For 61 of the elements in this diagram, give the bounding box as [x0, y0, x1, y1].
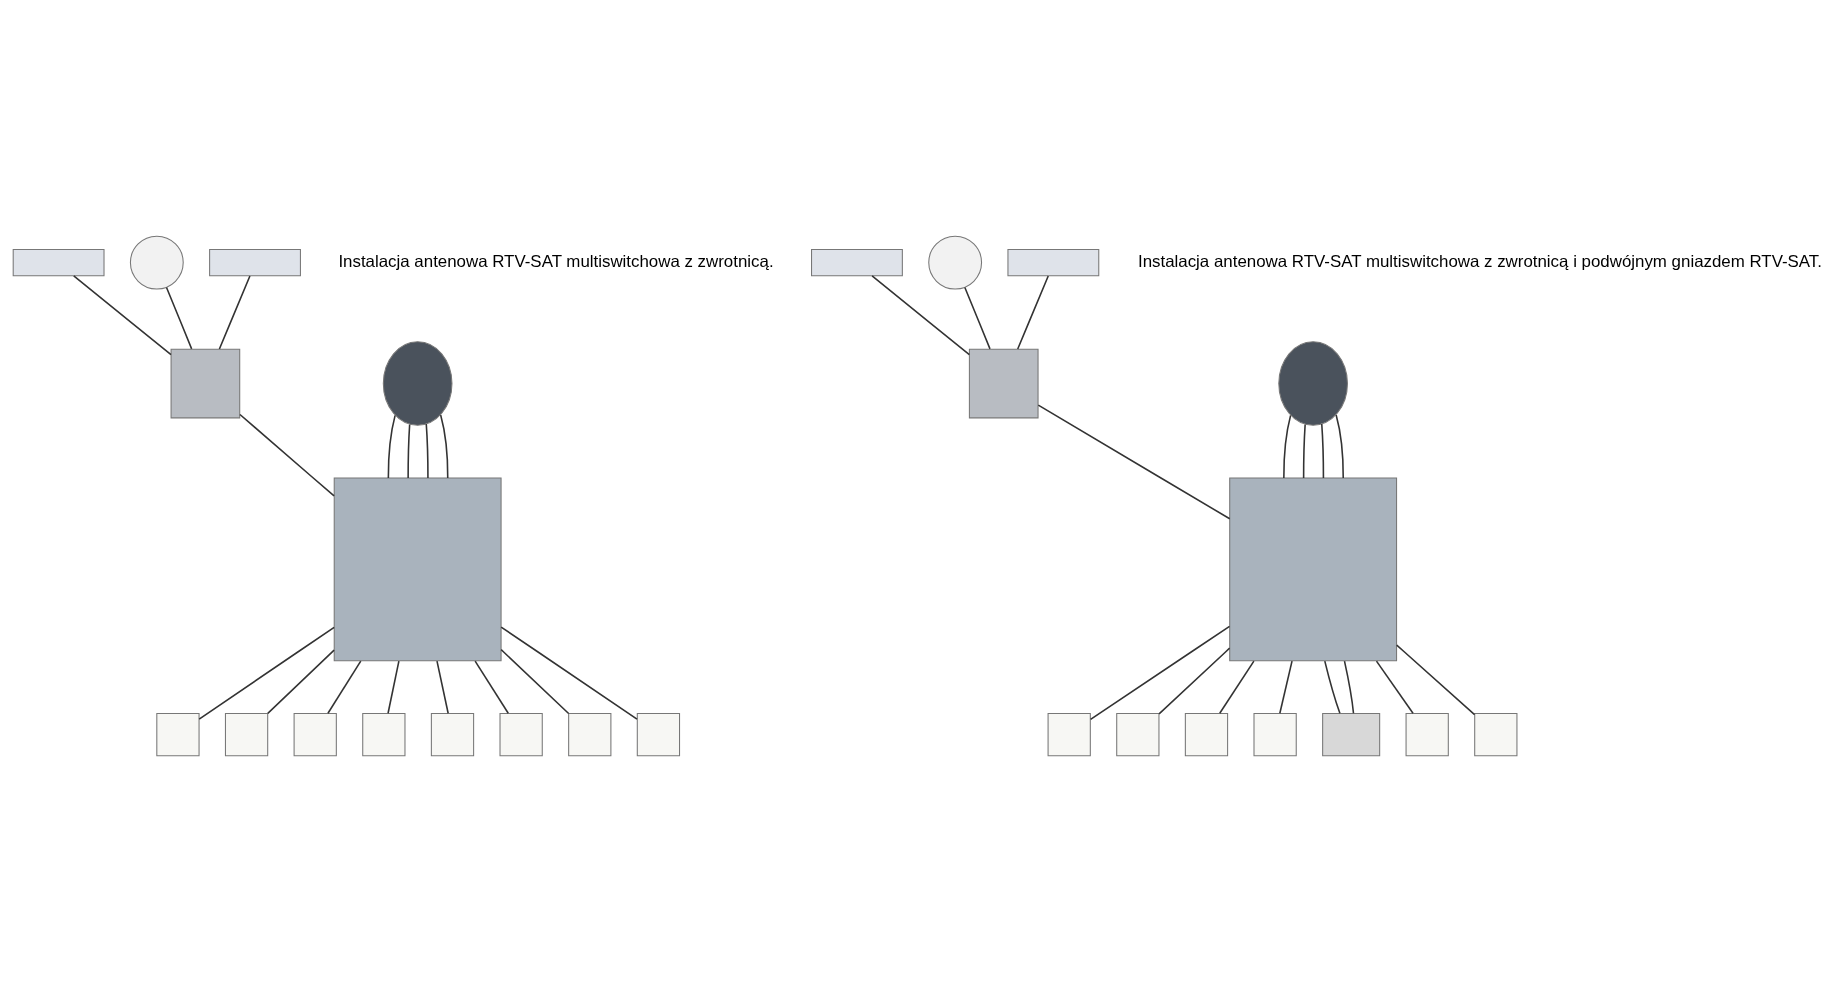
- connector: [198, 626, 335, 720]
- connector: [1279, 660, 1293, 715]
- connector: [239, 413, 335, 497]
- node-box: [170, 348, 241, 419]
- connector: [474, 660, 510, 715]
- connector: [439, 414, 449, 479]
- connector: [871, 275, 971, 356]
- node-circle: [928, 235, 983, 290]
- node-box: [156, 713, 200, 757]
- connector: [1324, 660, 1341, 715]
- connector: [1089, 625, 1231, 721]
- node-box: [499, 713, 543, 757]
- connector: [387, 414, 396, 479]
- node-box: [333, 477, 502, 662]
- node-box: [968, 348, 1039, 419]
- node-box: [1184, 713, 1229, 757]
- node-box: [1474, 713, 1518, 757]
- node-box: [568, 713, 612, 757]
- connector: [218, 275, 251, 350]
- node-box: [1229, 477, 1398, 662]
- label: Instalacja antenowa RTV-SAT multiswitchowa z zwrotnicą.: [338, 251, 774, 271]
- connector: [1335, 414, 1344, 479]
- connector: [500, 626, 638, 720]
- node-box: [636, 713, 681, 757]
- connector: [327, 660, 362, 715]
- connector: [1320, 423, 1325, 479]
- node-box: [1047, 713, 1091, 757]
- connector: [964, 286, 991, 350]
- node-box: [12, 248, 105, 277]
- connector: [425, 423, 429, 479]
- connector: [500, 648, 570, 715]
- node-box: [209, 248, 301, 277]
- connector: [1158, 647, 1231, 715]
- node-box: [1116, 713, 1160, 757]
- node-box: [293, 713, 337, 757]
- node-circle: [382, 341, 453, 426]
- node-box: [224, 713, 269, 757]
- node-box: [1007, 248, 1100, 277]
- connector: [1016, 275, 1050, 350]
- node-box: [811, 248, 903, 277]
- connector: [267, 649, 335, 715]
- connector: [165, 286, 193, 350]
- connector: [72, 275, 172, 356]
- node-box: [1253, 713, 1297, 757]
- node-box: [1322, 713, 1381, 757]
- connector: [436, 660, 449, 715]
- node-circle: [129, 235, 184, 290]
- connector: [387, 660, 400, 715]
- connector: [1395, 644, 1476, 716]
- connector: [1302, 423, 1306, 479]
- connector: [1375, 660, 1414, 715]
- label: Instalacja antenowa RTV-SAT multiswitchowa z zwrotnicą i podwójnym gniazdem RTV-SAT.: [1137, 251, 1823, 271]
- node-box: [1405, 713, 1449, 757]
- node-circle: [1278, 341, 1348, 426]
- connector: [1343, 660, 1355, 715]
- connector: [407, 423, 411, 479]
- node-box: [362, 713, 406, 757]
- connector: [1037, 404, 1231, 520]
- connector: [1218, 660, 1255, 715]
- node-box: [430, 713, 475, 757]
- connector: [1283, 414, 1292, 479]
